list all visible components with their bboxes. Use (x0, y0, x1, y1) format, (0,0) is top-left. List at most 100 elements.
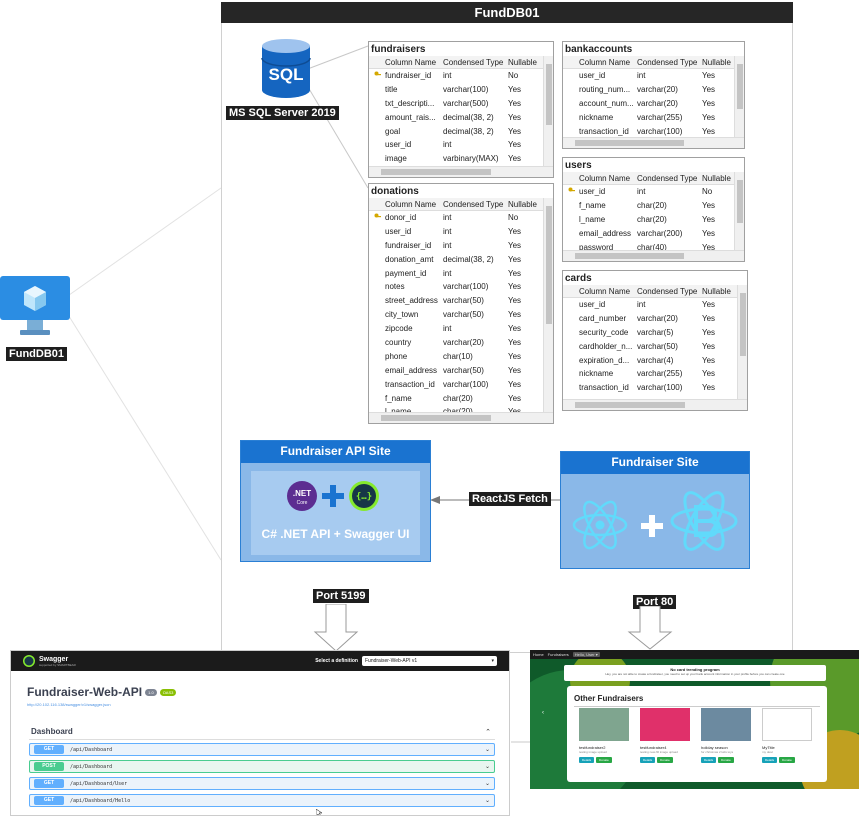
operation-row[interactable]: GET/api/Dashboard/Hello⌄ (29, 794, 495, 807)
horizontal-scrollbar[interactable] (563, 137, 744, 148)
chevron-left-icon[interactable]: ‹ (542, 710, 544, 716)
operation-row[interactable]: GET/api/Dashboard⌄ (29, 743, 495, 756)
definition-select[interactable]: Fundraiser-Web-API v1 ▾ (362, 656, 497, 666)
vertical-scrollbar[interactable] (734, 172, 744, 250)
table-row[interactable]: txt_descripti...varchar(500)Yes (369, 97, 553, 111)
scrollbar-thumb[interactable] (381, 415, 492, 421)
column-header[interactable]: Nullable (702, 174, 731, 183)
operation-row[interactable]: POST/api/Dashboard⌄ (29, 760, 495, 773)
table-row[interactable]: routing_num...varchar(20)Yes (563, 83, 744, 97)
vertical-scrollbar[interactable] (737, 285, 747, 399)
details-button[interactable]: Details (640, 757, 656, 763)
donate-button[interactable]: Donate (596, 757, 612, 763)
details-button[interactable]: Details (579, 757, 595, 763)
table-row[interactable]: account_num...varchar(20)Yes (563, 97, 744, 111)
table-row[interactable]: cardholder_n...varchar(50)Yes (563, 340, 747, 354)
vertical-scrollbar[interactable] (543, 198, 553, 412)
section-header[interactable]: Dashboard ⌃ (29, 724, 495, 740)
column-header[interactable]: Column Name (579, 287, 631, 296)
horizontal-scrollbar[interactable] (563, 399, 747, 410)
donate-button[interactable]: Donate (657, 757, 673, 763)
column-header[interactable]: Condensed Type (443, 58, 504, 67)
row-marker (563, 83, 579, 97)
operation-row[interactable]: GET/api/Dashboard/User⌄ (29, 777, 495, 790)
column-header[interactable]: Nullable (702, 58, 731, 67)
scrollbar-thumb[interactable] (546, 206, 552, 324)
nav-user-dropdown[interactable]: Hello, User ▾ (572, 652, 600, 657)
donate-button[interactable]: Donate (779, 757, 795, 763)
column-header[interactable]: Nullable (508, 58, 537, 67)
nav-home[interactable]: Home (533, 652, 544, 657)
column-header[interactable]: Column Name (579, 174, 631, 183)
vertical-scrollbar[interactable] (543, 56, 553, 166)
horizontal-scrollbar[interactable] (563, 250, 744, 261)
column-header[interactable]: Condensed Type (443, 200, 504, 209)
scrollbar-thumb[interactable] (575, 140, 684, 146)
horizontal-scrollbar[interactable] (369, 166, 553, 177)
scrollbar-thumb[interactable] (740, 293, 746, 356)
scrollbar-thumb[interactable] (737, 180, 743, 223)
column-header[interactable]: Nullable (508, 200, 537, 209)
column-header[interactable]: Column Name (385, 58, 437, 67)
column-header[interactable]: Condensed Type (637, 174, 698, 183)
column-nullable: Yes (508, 393, 522, 403)
column-header[interactable]: Nullable (702, 287, 731, 296)
table-row[interactable]: expiration_d...varchar(4)Yes (563, 354, 747, 368)
vertical-scrollbar[interactable] (734, 56, 744, 137)
scrollbar-thumb[interactable] (546, 64, 552, 125)
scrollbar-thumb[interactable] (381, 169, 492, 175)
spec-url-link[interactable]: http://20.102.116.138/swagger/v1/swagger… (27, 702, 111, 707)
column-header[interactable]: Condensed Type (637, 287, 698, 296)
horizontal-scrollbar[interactable] (369, 412, 553, 423)
details-button[interactable]: Details (762, 757, 778, 763)
nav-fundraisers[interactable]: Fundraisers (547, 652, 569, 657)
scrollbar-thumb[interactable] (575, 402, 686, 408)
donate-button[interactable]: Donate (718, 757, 734, 763)
scrollbar-thumb[interactable] (575, 253, 684, 259)
column-header[interactable]: Condensed Type (637, 58, 698, 67)
column-header[interactable]: Column Name (579, 58, 631, 67)
scrollbar-thumb[interactable] (737, 64, 743, 109)
details-button[interactable]: Details (701, 757, 717, 763)
column-header[interactable]: Column Name (385, 200, 437, 209)
table-row[interactable]: amount_rais...decimal(38, 2)Yes (369, 111, 553, 125)
